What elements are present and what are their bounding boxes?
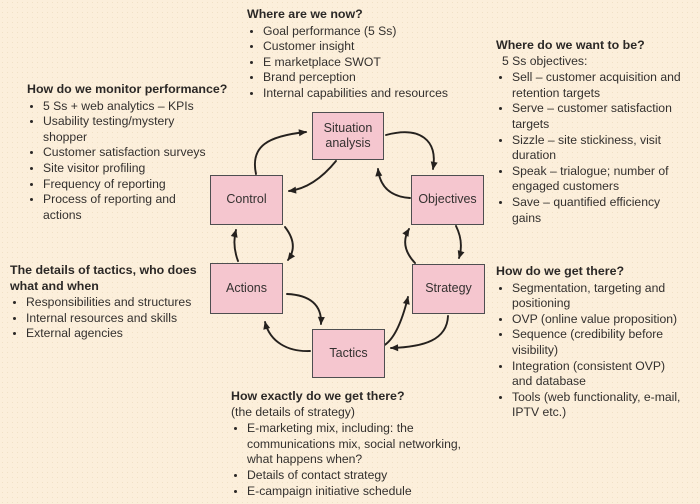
list-item: Integration (consistent OVP) and databas… bbox=[512, 359, 700, 390]
arrow-situation-to-objectives bbox=[385, 131, 438, 170]
list-item: 5 Ss + web analytics – KPIs bbox=[43, 99, 239, 115]
arrow-actions-to-control bbox=[230, 229, 239, 262]
arrow-objectives-to-strategy bbox=[455, 225, 465, 259]
node-tactics: Tactics bbox=[312, 329, 385, 378]
arrow-situation-to-control bbox=[288, 160, 337, 194]
node-strategy: Strategy bbox=[412, 264, 485, 314]
annotation-how-do-we-get-there: How do we get there? Segmentation, targe… bbox=[496, 264, 700, 421]
arrow-actions-to-tactics bbox=[286, 293, 325, 325]
node-label: Tactics bbox=[329, 345, 368, 360]
list-item: Frequency of reporting bbox=[43, 177, 239, 193]
list-item: E-marketing mix, including: the communic… bbox=[247, 421, 493, 468]
list-item: Save – quantified efficiency gains bbox=[512, 195, 698, 226]
annotation-list: 5 Ss + web analytics – KPIs Usability te… bbox=[27, 99, 239, 224]
annotation-list: Segmentation, targeting and positioning … bbox=[496, 281, 700, 421]
list-item: Tools (web functionality, e-mail, IPTV e… bbox=[512, 390, 700, 421]
list-item: Goal performance (5 Ss) bbox=[263, 24, 482, 40]
list-item: Serve – customer satisfaction targets bbox=[512, 101, 698, 132]
list-item: Speak – trialogue; number of engaged cus… bbox=[512, 164, 698, 195]
annotation-list: E-marketing mix, including: the communic… bbox=[231, 421, 493, 499]
annotation-list: Sell – customer acquisition and retentio… bbox=[496, 70, 698, 226]
node-objectives: Objectives bbox=[411, 175, 484, 225]
list-item: Internal capabilities and resources bbox=[263, 86, 482, 102]
list-item: OVP (online value proposition) bbox=[512, 312, 700, 328]
list-item: Responsibilities and structures bbox=[26, 295, 235, 311]
list-item: Details of contact strategy bbox=[247, 468, 493, 484]
node-label: Strategy bbox=[425, 281, 472, 296]
arrow-control-to-situation bbox=[253, 129, 307, 175]
annotation-list: Goal performance (5 Ss) Customer insight… bbox=[247, 24, 482, 102]
annotation-subtitle: (the details of strategy) bbox=[231, 404, 355, 419]
node-label: Objectives bbox=[418, 192, 477, 207]
list-item: Sizzle – site stickiness, visit duration bbox=[512, 133, 698, 164]
node-label: Control bbox=[226, 192, 267, 207]
list-item: Brand perception bbox=[263, 70, 482, 86]
node-label: Situation analysis bbox=[323, 120, 373, 150]
annotation-title: How do we monitor performance? bbox=[27, 82, 228, 96]
arrow-tactics-to-strategy bbox=[382, 296, 410, 347]
node-actions: Actions bbox=[210, 263, 283, 314]
annotation-title: How exactly do we get there? bbox=[231, 389, 405, 403]
arrow-strategy-to-objectives bbox=[402, 228, 416, 264]
arrow-objectives-to-situation bbox=[375, 168, 411, 199]
list-item: Internal resources and skills bbox=[26, 311, 235, 327]
list-item: E-campaign initiative schedule bbox=[247, 484, 493, 500]
node-situation-analysis: Situation analysis bbox=[312, 112, 384, 160]
annotation-title: Where are we now? bbox=[247, 7, 363, 21]
annotation-subtitle: 5 Ss objectives: bbox=[502, 53, 588, 68]
arrow-tactics-to-actions bbox=[263, 321, 311, 352]
annotation-how-exactly-get-there: How exactly do we get there? (the detail… bbox=[231, 389, 493, 499]
annotation-title: How do we get there? bbox=[496, 264, 625, 278]
arrow-control-to-actions bbox=[284, 226, 296, 261]
node-label: Actions bbox=[226, 280, 267, 295]
list-item: Sequence (credibility before visibility) bbox=[512, 327, 700, 358]
list-item: E marketplace SWOT bbox=[263, 55, 482, 71]
list-item: Site visitor profiling bbox=[43, 161, 239, 177]
list-item: Sell – customer acquisition and retentio… bbox=[512, 70, 698, 101]
annotation-title: The details of tactics, who does what an… bbox=[10, 263, 197, 293]
list-item: Usability testing/mystery shopper bbox=[43, 114, 239, 145]
annotation-tactics-details: The details of tactics, who does what an… bbox=[10, 263, 235, 342]
annotation-title: Where do we want to be? bbox=[496, 38, 645, 52]
list-item: Customer insight bbox=[263, 39, 482, 55]
annotation-where-are-we-now: Where are we now? Goal performance (5 Ss… bbox=[247, 7, 482, 102]
node-control: Control bbox=[210, 175, 283, 225]
list-item: Customer satisfaction surveys bbox=[43, 145, 239, 161]
annotation-list: Responsibilities and structures Internal… bbox=[10, 295, 235, 342]
annotation-where-do-we-want-to-be: Where do we want to be? 5 Ss objectives:… bbox=[496, 38, 698, 226]
list-item: Process of reporting and actions bbox=[43, 192, 239, 223]
list-item: External agencies bbox=[26, 326, 235, 342]
annotation-monitor-performance: How do we monitor performance? 5 Ss + we… bbox=[27, 82, 239, 223]
list-item: Segmentation, targeting and positioning bbox=[512, 281, 700, 312]
arrow-strategy-to-tactics bbox=[390, 315, 449, 352]
